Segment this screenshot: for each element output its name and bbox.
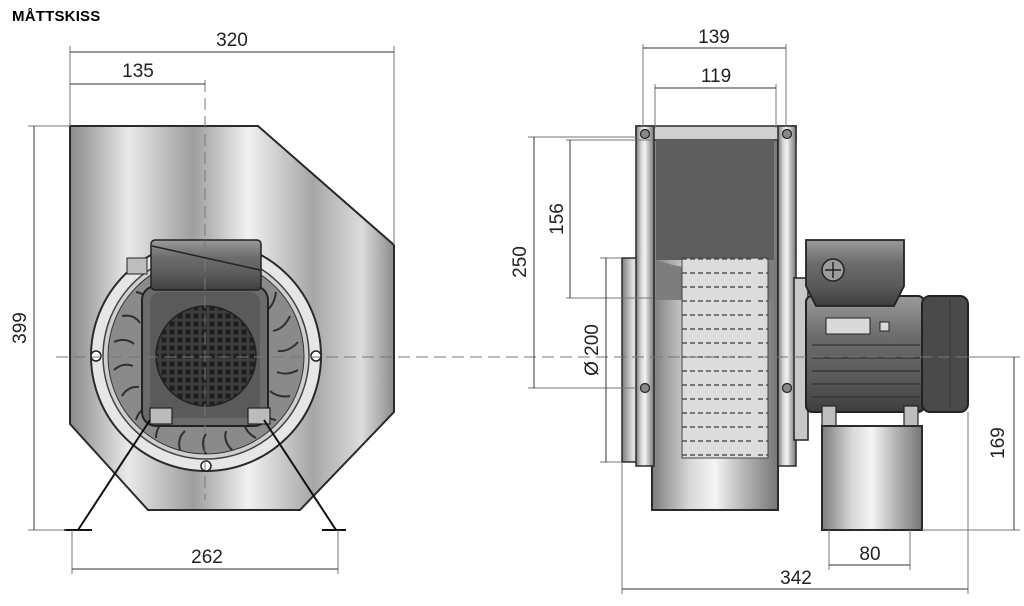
motor-stand (821, 425, 923, 531)
dim-side-total-depth: 342 (780, 568, 812, 589)
motor-fan-cover (921, 295, 969, 413)
dim-side-axis-height: 169 (988, 427, 1009, 459)
terminal-box-side (805, 239, 905, 307)
front-legs (64, 419, 346, 531)
dim-front-feet: 262 (191, 547, 223, 568)
dim-side-height-156: 156 (547, 203, 568, 235)
dim-side-height-250: 250 (510, 246, 531, 278)
dim-side-diameter: Ø 200 (582, 324, 603, 376)
side-impeller (681, 257, 769, 459)
motor-grille (155, 305, 257, 407)
dim-front-width: 320 (216, 30, 248, 51)
front-view (64, 125, 395, 531)
terminal-box-front (150, 239, 262, 291)
dim-side-width-outer: 139 (698, 27, 730, 48)
dim-side-feet: 80 (859, 544, 880, 565)
motor-body (805, 295, 925, 413)
dim-front-height: 399 (10, 312, 31, 344)
dim-front-center-offset: 135 (122, 61, 154, 82)
dimension-labels: 320 135 399 262 139 119 250 156 Ø 200 34… (10, 27, 1009, 589)
dim-side-width-inner: 119 (701, 66, 731, 87)
sketch-title: MÅTTSKISS (12, 8, 101, 25)
dimension-lines (28, 44, 1020, 594)
side-view (621, 125, 969, 531)
